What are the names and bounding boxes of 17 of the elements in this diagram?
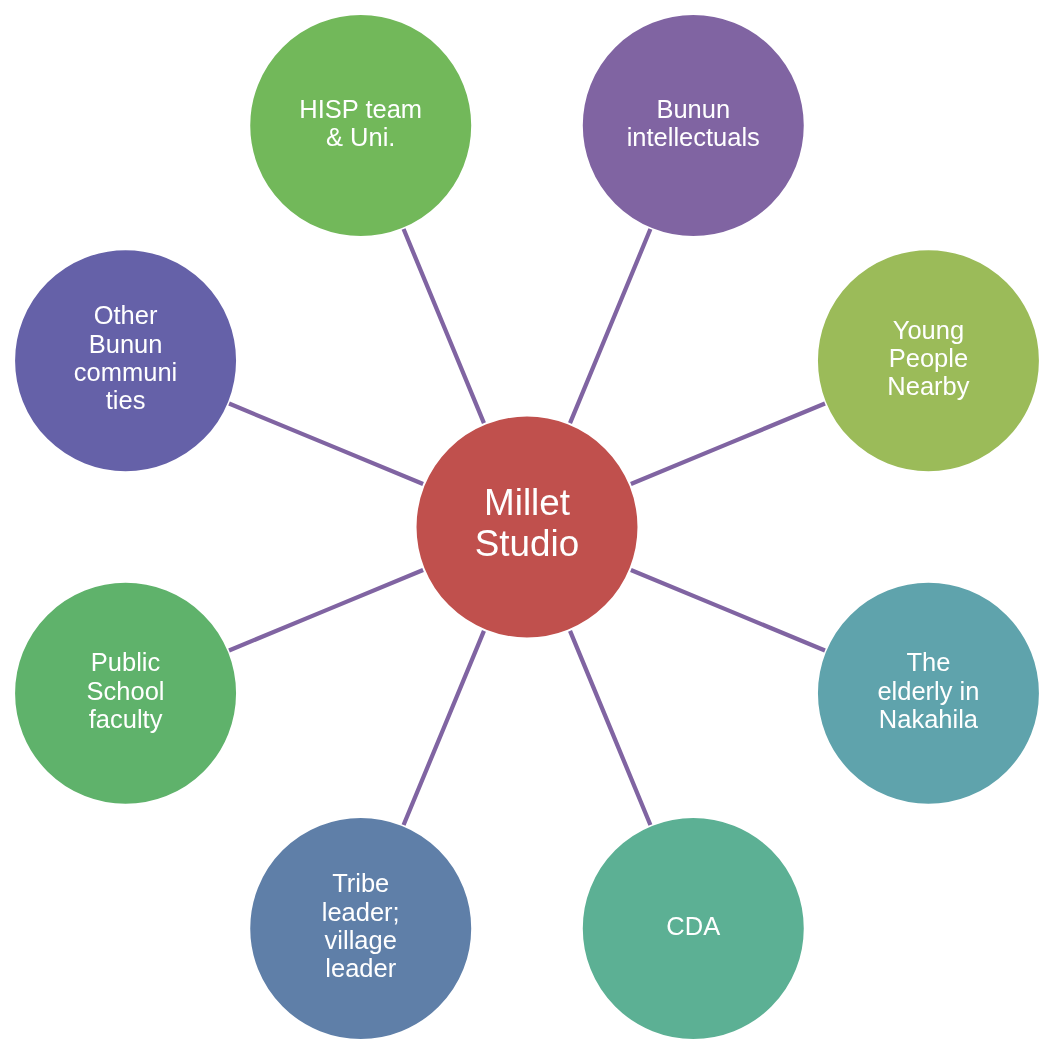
node-circle: Bunun intellectuals xyxy=(579,12,807,239)
node-circle: The elderly in Nakahila xyxy=(815,579,1042,807)
connector xyxy=(630,401,826,486)
connector xyxy=(228,401,424,486)
connector xyxy=(401,630,486,826)
connector xyxy=(401,228,486,424)
connector xyxy=(568,228,653,424)
node-circle: Public School faculty xyxy=(12,579,239,807)
node-circle: Tribe leader; village leader xyxy=(247,815,475,1042)
connector xyxy=(568,630,653,826)
connector xyxy=(228,568,424,653)
node-circle: CDA xyxy=(579,815,807,1042)
node-circle: Other Bunun communi ties xyxy=(12,247,239,475)
node-circle: HISP team & Uni. xyxy=(247,12,475,239)
node-circle: Young People Nearby xyxy=(815,247,1042,475)
node-circle: Millet Studio xyxy=(413,413,641,641)
connector xyxy=(630,568,826,653)
